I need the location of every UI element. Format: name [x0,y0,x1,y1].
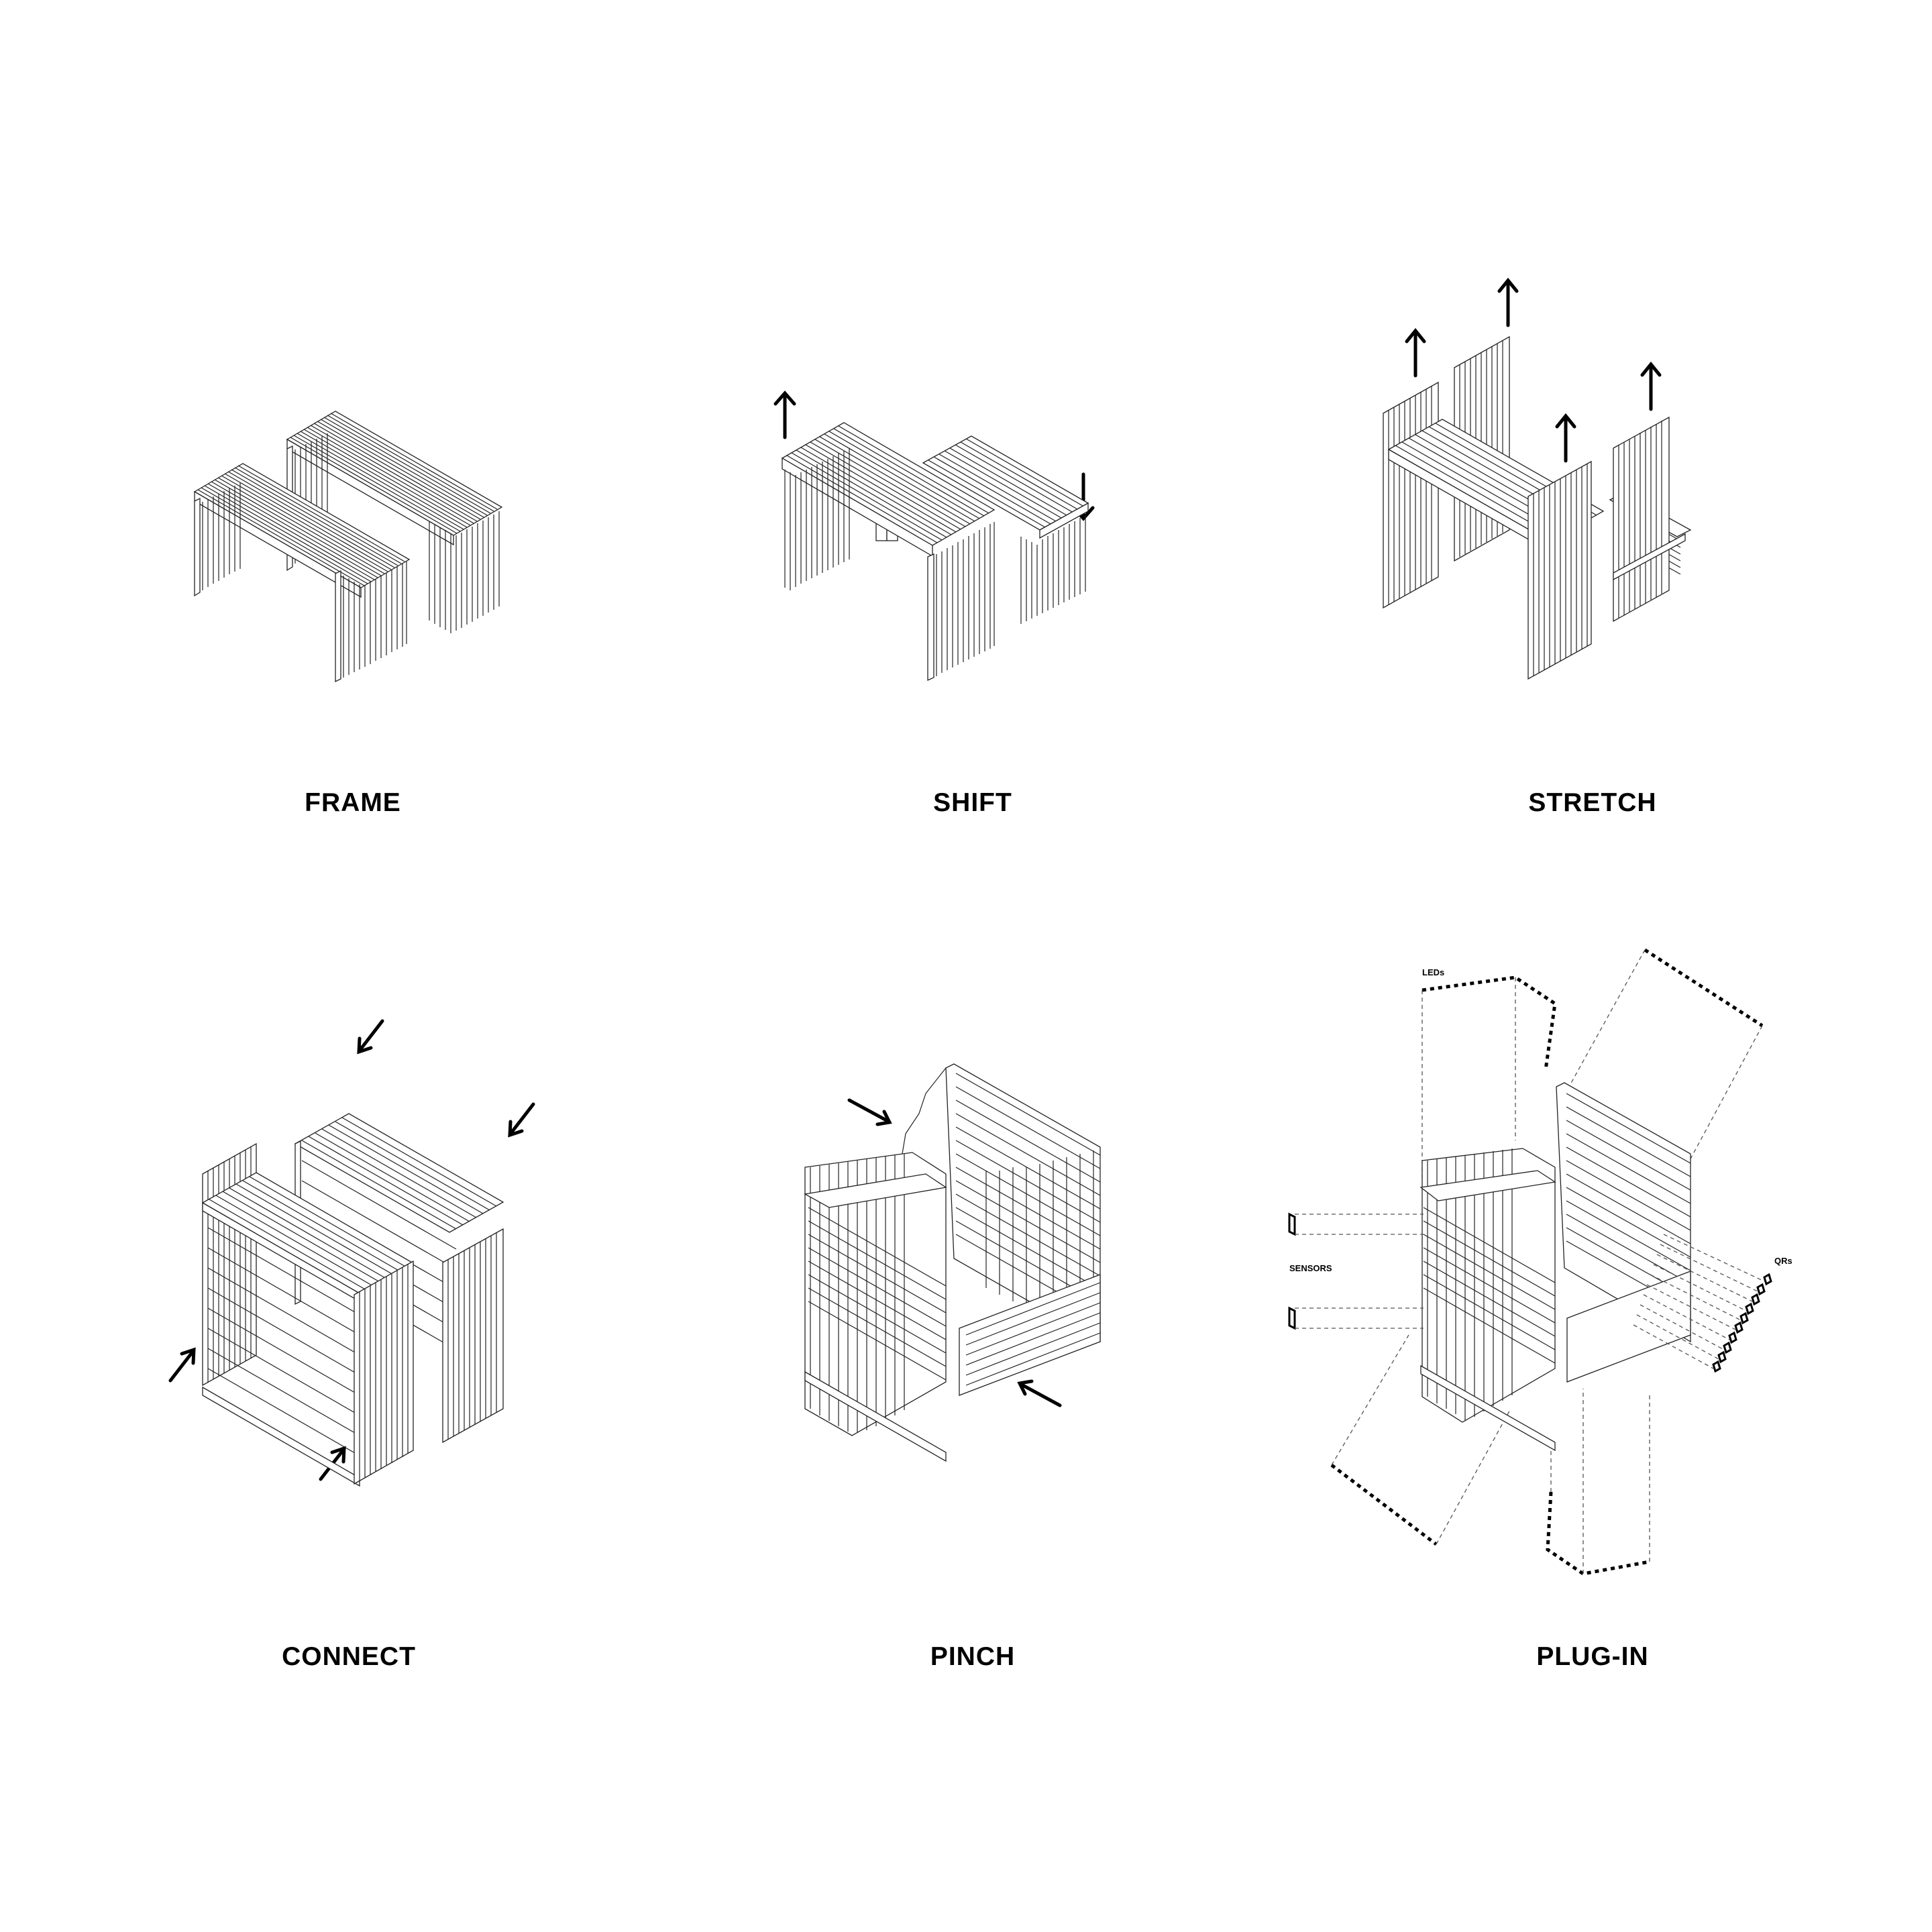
stretch-drawing [1383,278,1692,680]
panel-shift: SHIFT [671,0,1275,872]
shift-arrow-up-icon [773,390,796,439]
panel-label-plug-in: PLUG-IN [1536,1642,1649,1671]
led-strip-bottom-left-icon [1330,1334,1511,1546]
panel-label-shift: SHIFT [933,788,1012,817]
connect-arrow-down-left-icon-2 [508,1102,535,1138]
led-strip-top-right-icon [1569,948,1764,1163]
stretch-front-middle-panel [1527,460,1592,680]
stretch-right-panel [1613,416,1686,623]
panel-plug-in: LEDs SENSORS QRs PLUG-IN [1275,872,1932,1744]
panel-frame: FRAME [0,0,671,872]
qr-tag-icon [1734,1321,1743,1334]
qr-tag-icon [1756,1283,1766,1296]
annotation-qrs: QRs [1774,1256,1792,1266]
panel-label-pinch: PINCH [930,1642,1016,1671]
led-strip-top-left-icon [1421,975,1557,1181]
qr-tag-icon [1763,1273,1772,1286]
connect-front-module [201,1142,415,1487]
panel-label-stretch: STRETCH [1528,788,1657,817]
sensor-top-icon [1288,1212,1424,1236]
stretch-arrow-up-icon-1 [1405,328,1426,378]
connect-drawing [168,1019,535,1487]
qr-tag-icon [1728,1331,1737,1344]
connect-arrow-down-left-icon-1 [357,1019,384,1055]
plug-in-drawing [1288,948,1772,1576]
pinch-arrow-up-left-icon [1017,1379,1062,1407]
stretch-arrow-up-icon-2 [1497,278,1519,327]
qr-tag-icon [1712,1360,1721,1373]
pinch-back-wedge [902,1063,1101,1343]
annotation-leds: LEDs [1422,967,1445,977]
qr-tag-icon [1739,1311,1749,1325]
stretch-arrow-up-icon-4 [1640,362,1662,411]
qr-tag-icon [1751,1293,1760,1306]
panel-label-frame: FRAME [305,788,401,817]
frame-drawing [193,411,503,683]
stretch-arrow-up-icon-3 [1555,413,1576,463]
qr-tag-icon [1717,1350,1727,1364]
pinch-arrow-down-right-icon [847,1098,892,1126]
led-strip-bottom-right-icon [1546,1389,1650,1576]
frame-back-bench [286,411,503,633]
frame-front-bench [193,463,411,683]
connect-arrow-up-right-icon-1 [168,1347,196,1383]
qr-tag-icon [1745,1302,1754,1316]
sensor-bottom-icon [1288,1306,1424,1330]
qr-tag-icon [1723,1341,1732,1354]
plug-in-structure [1419,1082,1691,1452]
pinch-front-wedge [804,1152,947,1462]
pinch-drawing [804,1063,1101,1462]
annotation-sensors: SENSORS [1289,1263,1332,1273]
shift-drawing [773,390,1095,682]
stretch-left-panel [1383,381,1439,609]
panel-label-connect: CONNECT [282,1642,416,1671]
panel-connect: CONNECT [0,872,671,1744]
qr-tags [1633,1234,1772,1373]
connect-back-module [294,1113,504,1444]
panel-stretch: STRETCH [1275,0,1932,872]
panel-pinch: PINCH [671,872,1275,1744]
